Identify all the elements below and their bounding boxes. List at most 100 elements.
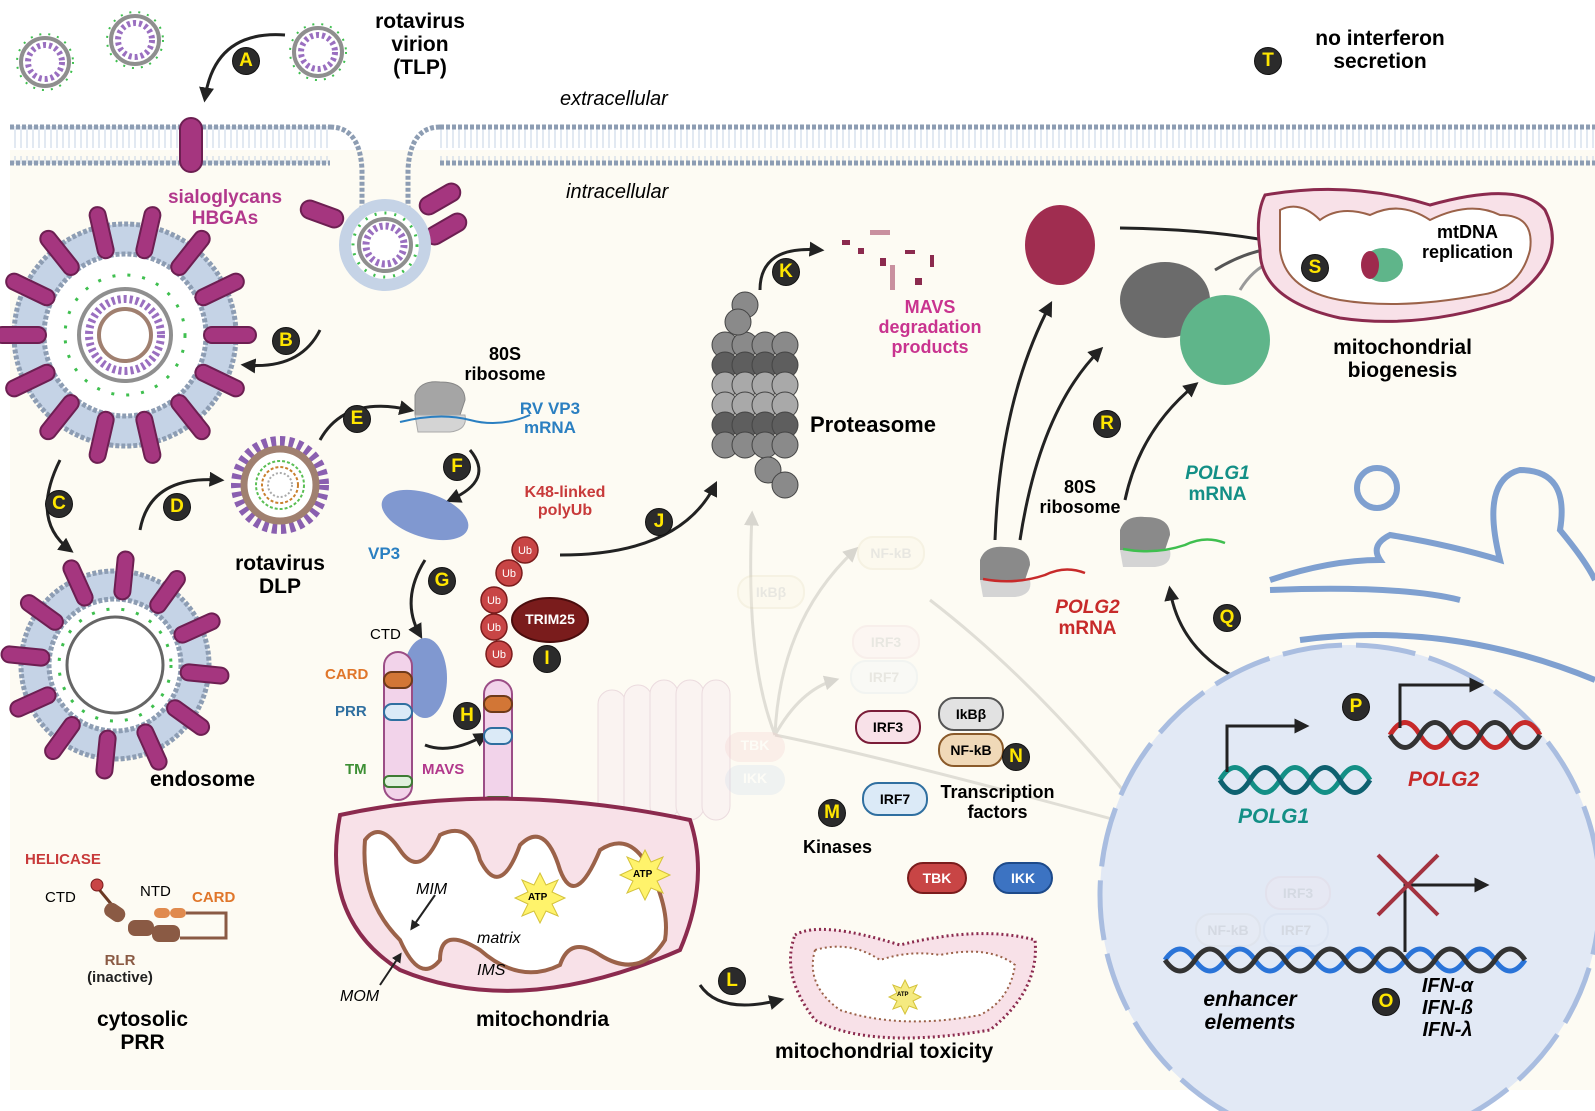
- step-badge-f: F: [443, 453, 471, 481]
- mavs-degradation-line3: products: [891, 336, 969, 357]
- trim25: [511, 597, 589, 643]
- polg2-mrna-line1: POLG2: [1055, 597, 1120, 618]
- atp-burst-1: [513, 871, 567, 925]
- step-badge-e: E: [343, 405, 371, 433]
- enhancer-line2: elements: [1204, 1011, 1296, 1035]
- block-x-icon: [1376, 853, 1440, 917]
- endosome-receptor: [179, 663, 230, 685]
- mavs-degradation-line2: degradation: [878, 316, 982, 337]
- tss-ifn: [1403, 877, 1490, 952]
- dlp-label: rotavirus DLP: [225, 552, 335, 598]
- step-badge-m: M: [818, 799, 846, 827]
- rotavirus-dlp: [231, 436, 329, 534]
- rlr-card-label: CARD: [192, 889, 236, 906]
- ifn-beta: IFN-ß: [1421, 997, 1474, 1019]
- rlr-helicase-label: HELICASE: [25, 851, 101, 868]
- rv-vp3-mrna-line1: RV VP3: [519, 399, 581, 418]
- ribosome-top-line1: 80S: [488, 344, 522, 364]
- ubiquitin: [495, 559, 523, 587]
- endosome-receptor: [39, 394, 80, 441]
- faded-nuc-irf7-pill: IRF7: [1263, 913, 1329, 947]
- tfs-line1: Transcription: [940, 782, 1055, 802]
- kinases-label: Kinases: [803, 837, 873, 857]
- no-ifn-label: no interferon secretion: [1290, 27, 1470, 73]
- mim-label: MIM: [416, 881, 448, 898]
- cytosolic-prr-line2: PRR: [120, 1031, 165, 1055]
- endosome-label: endosome: [150, 768, 256, 791]
- arrow-k: [758, 241, 825, 291]
- endoplasmic-reticulum: [1269, 465, 1595, 683]
- proteasome: [711, 291, 799, 499]
- step-badge-n: N: [1002, 743, 1030, 771]
- proteasome-cap-subunit: [724, 308, 752, 336]
- dna-polg1: [1217, 765, 1373, 795]
- ubiquitin-label: Ub: [502, 568, 516, 580]
- extracellular-label: extracellular: [560, 88, 668, 110]
- step-badge-d: D: [163, 493, 191, 521]
- endosome-receptor: [5, 363, 56, 398]
- virion-label: rotavirus virion (TLP): [360, 10, 480, 79]
- faded-nuc-nfkb-pill: NF-kB: [1195, 913, 1261, 947]
- no-ifn-line2: secretion: [1333, 50, 1427, 74]
- protein-green: [1180, 295, 1270, 385]
- polg2-mrna-label: POLG2 mRNA: [1050, 597, 1125, 640]
- irf3-pill: IRF3: [855, 710, 921, 744]
- endosome-receptor: [113, 550, 135, 601]
- proteasome-cap-subunit: [754, 456, 782, 484]
- endosome-receptor: [19, 594, 64, 631]
- cytosolic-prr-line1: cytosolic: [96, 1008, 189, 1031]
- rlr-ntd-label: NTD: [140, 883, 171, 900]
- faded-nuc-irf3-pill: IRF3: [1265, 876, 1331, 910]
- ubiquitin-label: Ub: [487, 622, 501, 634]
- step-badge-s: S: [1301, 254, 1329, 282]
- virion-group: [16, 11, 431, 291]
- mavs-card-label: CARD: [325, 666, 369, 683]
- virion-label-line1: rotavirus: [375, 10, 465, 33]
- faded-tbk-pill: TBK: [725, 732, 785, 762]
- endosome-receptor: [149, 569, 186, 614]
- vp3-label: VP3: [368, 544, 401, 563]
- step-badge-g: G: [428, 567, 456, 595]
- tfs-line2: factors: [967, 801, 1028, 822]
- mitochondria-label: mitochondria: [476, 1008, 610, 1031]
- ubiquitin-label: Ub: [492, 649, 506, 661]
- arrow-f: [445, 449, 481, 503]
- dna-ifn: [1162, 946, 1528, 974]
- endosome-with-virion: [0, 206, 257, 464]
- virion-label-line3: (TLP): [393, 56, 447, 80]
- irf7-pill: IRF7: [862, 782, 928, 816]
- step-badge-k: K: [772, 258, 800, 286]
- polg2-gene-label: POLG2: [1408, 768, 1480, 791]
- mavs-degradation-line1: MAVS: [904, 297, 956, 317]
- ifn-lambda: IFN-λ: [1422, 1019, 1473, 1041]
- ikk-pill: IKK: [993, 862, 1053, 894]
- ribosome-right-line1: 80S: [1063, 477, 1097, 497]
- endosome-receptor: [5, 272, 56, 307]
- endosome-receptor: [203, 326, 257, 344]
- nfkb-pill: NF-kB: [938, 733, 1004, 767]
- arrow-r1: [993, 301, 1053, 541]
- step-badge-p: P: [1342, 693, 1370, 721]
- mito-toxicity-label: mitochondrial toxicity: [775, 1040, 994, 1063]
- virion-label-line2: virion: [391, 33, 449, 57]
- step-badge-j: J: [645, 508, 673, 536]
- dna-polg2: [1387, 720, 1543, 750]
- k48-label: K48-linked polyUb: [515, 484, 615, 519]
- polg2-mrna-line2: mRNA: [1058, 617, 1117, 639]
- ubiquitin: [485, 640, 513, 668]
- ribosome-top-line2: ribosome: [464, 363, 546, 384]
- arrow-l: [698, 984, 785, 1010]
- dlp-line1: rotavirus: [235, 552, 325, 575]
- matrix-label: matrix: [477, 930, 521, 947]
- arrow-h: [424, 732, 489, 750]
- k48-line2: polyUb: [537, 501, 593, 519]
- ribosome-polg2: [980, 546, 1086, 597]
- proteasome-label: Proteasome: [810, 412, 936, 437]
- ifn-label: IFN-α IFN-ß IFN-λ: [1410, 975, 1485, 1041]
- arrow-q: [1164, 585, 1241, 682]
- endosome-receptor: [9, 686, 57, 718]
- step-badge-r: R: [1093, 410, 1121, 438]
- ubiquitin-label: Ub: [487, 595, 501, 607]
- mito-biogenesis-label: mitochondrial biogenesis: [1315, 336, 1490, 382]
